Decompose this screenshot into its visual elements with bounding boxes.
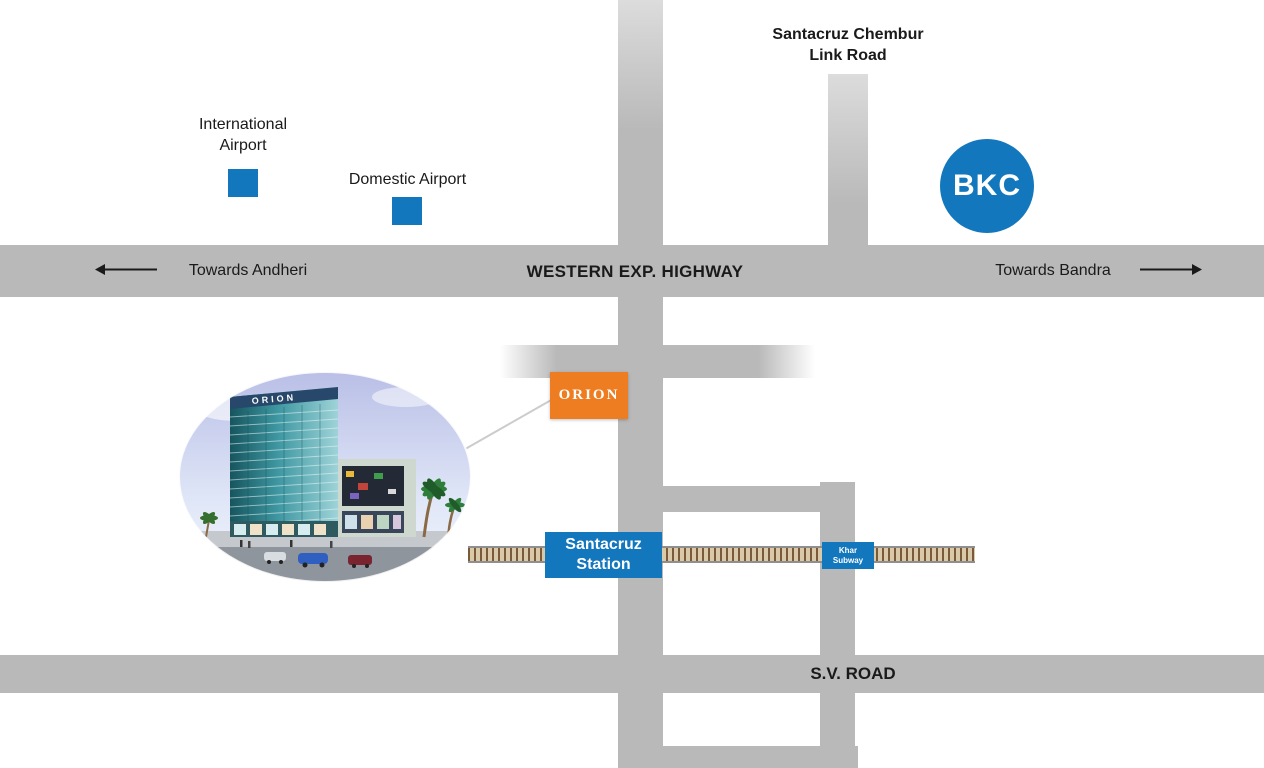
sv-road-label: S.V. ROAD (810, 664, 896, 683)
towards-andheri-arrow-icon (95, 264, 157, 275)
orion-building-photo: ORION (178, 371, 472, 583)
towards-bandra-arrow-icon (1140, 264, 1202, 275)
khar-vertical-road (820, 482, 855, 768)
international-airport-label: International Airport (198, 116, 288, 154)
western-express-highway-road (0, 245, 1264, 297)
bottom-connector-road (630, 746, 858, 768)
towards-andheri-label: Towards Andheri (188, 262, 308, 279)
photo-orion-tower: ORION (229, 387, 339, 537)
photo-annex-building (336, 459, 416, 537)
domestic-airport-marker (392, 197, 422, 225)
domestic-airport-label: Domestic Airport (348, 171, 467, 188)
link-road-vertical (828, 74, 868, 246)
international-airport-marker (228, 169, 258, 197)
link-road-label: Santacruz Chembur Link Road (772, 26, 924, 64)
photo-palm-trees (200, 478, 465, 540)
western-express-highway-label: WESTERN EXP. HIGHWAY (526, 262, 744, 281)
khar-subway-marker: Khar Subway (822, 542, 874, 569)
santacruz-station-marker: Santacruz Station (545, 532, 662, 578)
callout-line (459, 398, 553, 453)
towards-bandra-label: Towards Bandra (995, 262, 1111, 279)
building-sign-text: ORION (251, 392, 296, 406)
orion-access-road (500, 345, 815, 378)
photo-street-traffic (240, 540, 372, 568)
bkc-marker: BKC (940, 139, 1034, 233)
connector-road (640, 486, 855, 512)
sv-road-band (0, 655, 1264, 693)
orion-marker: ORION (550, 372, 628, 419)
